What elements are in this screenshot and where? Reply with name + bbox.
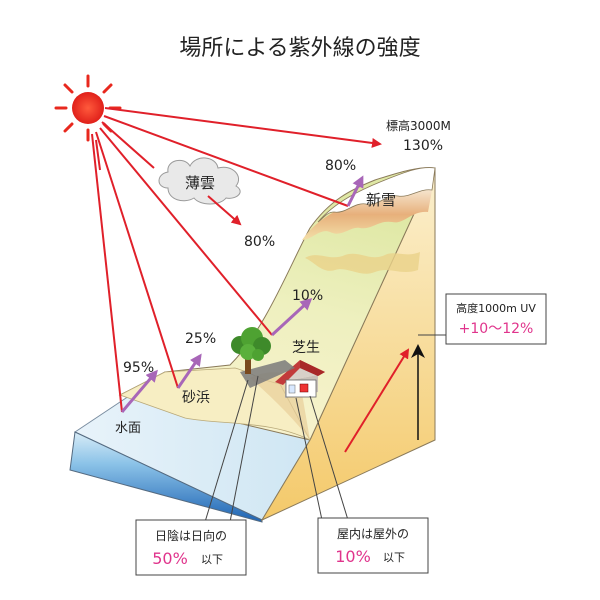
ray-to-snow [103, 115, 349, 207]
indoor-callout-suffix: 以下 [383, 551, 405, 564]
reflection-arrows [120, 175, 364, 413]
altitude-top-pct: 130% [403, 138, 443, 154]
house-illustration [275, 360, 325, 398]
shade-callout-line1: 日陰は日向の [155, 528, 227, 543]
mountain [118, 167, 436, 522]
altitude-callout-title: 高度1000m UV [456, 301, 536, 315]
indoor-callout-line1: 屋内は屋外の [337, 527, 409, 541]
indoor-callout-value: 10% [335, 547, 371, 566]
lawn-pct: 10% [292, 288, 323, 304]
cloud-icon [158, 157, 241, 205]
snow-label: 新雪 [366, 191, 396, 209]
labels: 標高3000M 130% 80% 新雪 薄雲 80% 10% 芝生 25% 砂浜… [115, 118, 451, 436]
ray-to-cloud [101, 121, 155, 169]
reflection-snow [346, 175, 364, 207]
shade-callout-suffix: 以下 [201, 553, 223, 566]
shade-callout-value: 50% [152, 549, 188, 568]
altitude-top-label: 標高3000M [386, 118, 451, 133]
indoor-callout: 屋内は屋外の 10% 以下 [295, 395, 429, 574]
snow-pct: 80% [325, 158, 356, 174]
altitude-callout-value: +10〜12% [459, 321, 534, 337]
tree-illustration [231, 327, 295, 388]
ray-short [95, 139, 101, 171]
water-pct: 95% [123, 360, 154, 376]
ray-to-water [91, 133, 123, 413]
shade-callout: 日陰は日向の 50% 以下 [135, 375, 259, 576]
ray-to-summit [104, 107, 382, 148]
cloud-label: 薄雲 [185, 174, 215, 192]
ray-to-sand [95, 131, 179, 389]
reflection-lawn [270, 297, 313, 337]
altitude-ray [344, 348, 410, 453]
reflection-sand [176, 353, 202, 389]
page-title: 場所による紫外線の強度 [179, 36, 420, 61]
ray-through-cloud [207, 195, 242, 226]
cloud-pct: 80% [244, 234, 275, 250]
sand-pct: 25% [185, 331, 216, 347]
lawn-label: 芝生 [292, 340, 320, 356]
water-label: 水面 [115, 421, 141, 436]
water-block [69, 371, 311, 523]
reflection-water [120, 369, 158, 413]
ray-to-lawn [99, 127, 273, 336]
altitude-callout: 高度1000m UV +10〜12% [418, 293, 547, 345]
uv-rays [91, 107, 410, 453]
sand-label: 砂浜 [182, 390, 210, 406]
